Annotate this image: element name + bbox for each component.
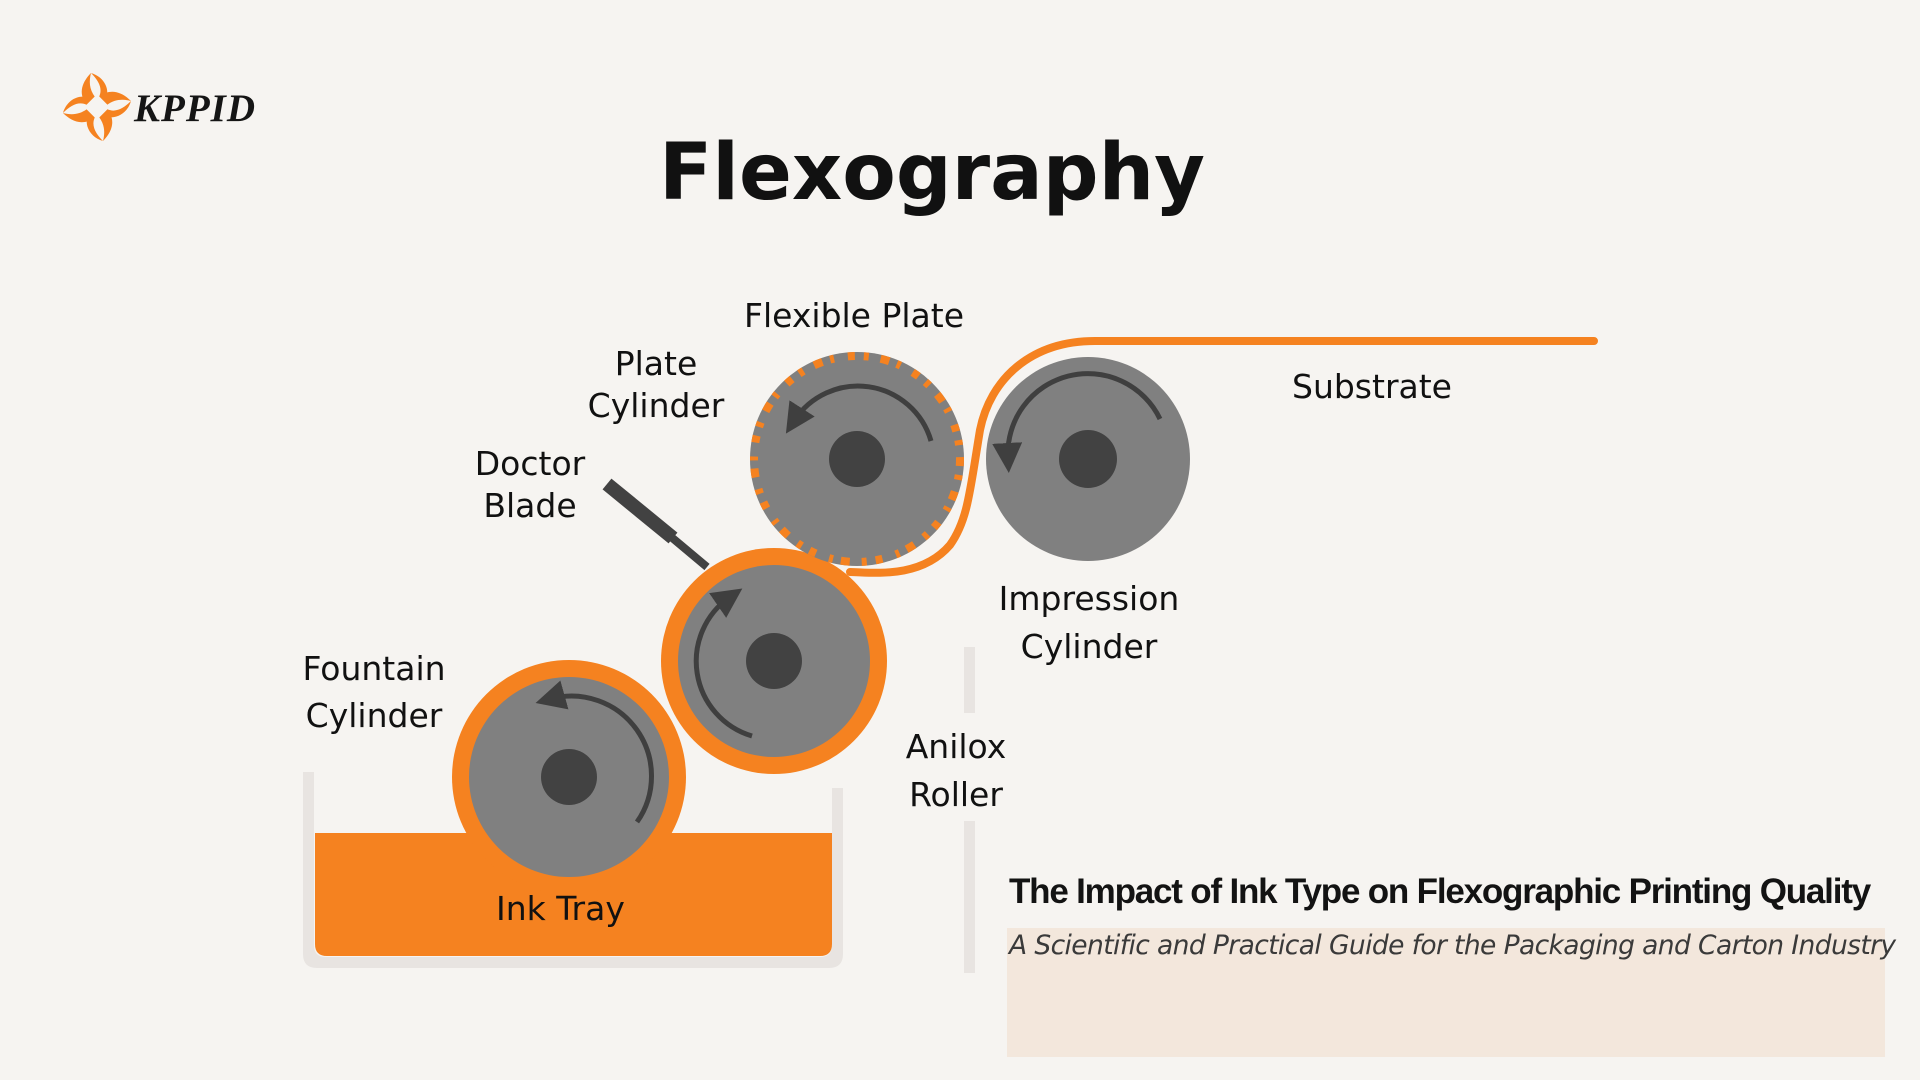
label-fountain-cylinder: Fountain Cylinder	[290, 645, 458, 739]
page-title: Flexography	[659, 128, 1205, 218]
ink-tray-ink	[315, 833, 832, 956]
fountain-cylinder	[452, 660, 686, 894]
impression-cylinder	[986, 357, 1190, 561]
label-flexible-plate: Flexible Plate	[744, 296, 965, 335]
plate-cylinder	[750, 352, 964, 566]
label-anilox-roller-line2: Roller	[909, 775, 1003, 814]
label-fountain-cylinder-line1: Fountain	[302, 649, 446, 688]
label-doctor-blade: Doctor Blade	[468, 443, 592, 527]
label-fountain-cylinder-line2: Cylinder	[305, 696, 443, 735]
substrate-web	[846, 337, 1598, 577]
label-impression-cylinder-line1: Impression	[998, 579, 1180, 618]
label-ink-tray: Ink Tray	[496, 889, 625, 928]
anilox-hub	[746, 633, 802, 689]
impression-rotation-arrow	[992, 371, 1163, 473]
label-anilox-roller: Anilox Roller	[893, 723, 1019, 819]
label-impression-cylinder-line2: Cylinder	[1020, 627, 1158, 666]
label-doctor-blade-line1: Doctor	[474, 444, 586, 483]
ink-tray	[303, 772, 843, 968]
label-doctor-blade-line2: Blade	[483, 486, 577, 525]
fountain-rotation-arrow	[535, 680, 654, 824]
plate-hub	[829, 431, 885, 487]
flexible-plate	[750, 352, 964, 566]
label-plate-cylinder-line1: Plate	[614, 344, 698, 383]
anilox-rotation-arrow	[693, 588, 753, 739]
label-anilox-roller-line1: Anilox	[905, 727, 1007, 766]
plate-rotation-arrow	[785, 383, 934, 442]
impression-hub	[1059, 430, 1117, 488]
caption-highlight	[1007, 928, 1885, 1057]
kppid-logo-icon	[63, 73, 131, 141]
anilox-roller	[661, 548, 887, 774]
label-impression-cylinder: Impression Cylinder	[982, 575, 1196, 671]
caption-title: The Impact of Ink Type on Flexographic P…	[1009, 872, 1871, 911]
label-plate-cylinder-line2: Cylinder	[587, 386, 725, 425]
label-plate-cylinder: Plate Cylinder	[586, 343, 726, 427]
fountain-hub	[541, 749, 597, 805]
caption-subtitle: A Scientific and Practical Guide for the…	[1009, 930, 1896, 961]
label-substrate: Substrate	[1292, 367, 1452, 406]
doctor-blade	[602, 478, 710, 571]
brand-name: KPPID	[134, 87, 256, 130]
divider-upper	[964, 647, 975, 713]
divider-lower	[964, 821, 975, 973]
